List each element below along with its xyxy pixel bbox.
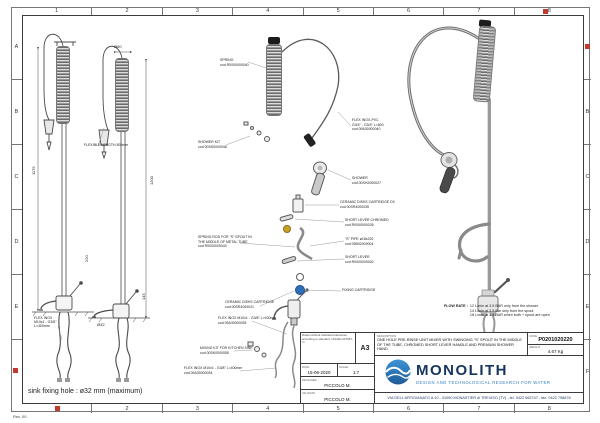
part-annotation: SHOWER KIT cod 00SK0000046 (198, 140, 227, 149)
grid-label: F (585, 369, 590, 375)
description-label: DESCRIPTION (377, 334, 397, 338)
flow-rate-note: FLOW RATE : 12 L/min at 3.5 BAR only fro… (444, 304, 550, 317)
spring-coil (115, 58, 129, 132)
title-block: Drawn without indicated tolerances accor… (300, 332, 584, 404)
grid-label: 8 (547, 405, 551, 412)
fold-mark (585, 44, 590, 49)
date-value: 15-06-2020 (307, 369, 331, 375)
part-annotation: SHORT LEVER cod R0000000002 (345, 255, 374, 264)
title-block-info-table: Drawn without indicated tolerances accor… (301, 333, 375, 403)
fold-mark (55, 406, 60, 411)
grid-label: 3 (163, 404, 234, 413)
scale-value: 1:7 (352, 369, 360, 375)
grid-label: 7 (444, 404, 515, 413)
grid-label: A (11, 15, 22, 80)
code-value: P0201020220 (538, 336, 573, 343)
dimension-label: Ø32 (97, 322, 105, 327)
company-logo: MONOLITH DESIGN AND TECHNOLOGICAL RESEAR… (375, 356, 583, 392)
monolith-logo-icon (385, 359, 411, 390)
part-annotation: FLEX INOX M10x1 - G3/8" L=400mm cod 09A3… (218, 316, 277, 325)
flexible-length-label: FLEXIBLE LENGTH 500mm (84, 143, 129, 147)
grid-label: C (11, 145, 22, 210)
scale-cell: SCALE 1:7 (337, 364, 374, 376)
grid-label: 3 (163, 7, 234, 15)
dimension-label: 1175 (31, 166, 36, 175)
grid-label: B (11, 80, 22, 145)
grid-label: B (584, 80, 591, 145)
part-annotation: SHORT LEVER CHROMED cod R0000000026 (345, 218, 389, 227)
description-cell: DESCRIPTION ONE HOLE PRE-RINSE UNIT MIXE… (375, 333, 527, 355)
description-text: ONE HOLE PRE-RINSE UNIT MIXER WITH SWING… (377, 338, 522, 352)
flow-rate-line: 14 L/min at 3.5 Bar only from the spout (469, 308, 534, 313)
grid-label: 1 (22, 7, 93, 15)
part-annotation: FLEX INOX-PVC G3/4" - G3/4" L=600 cod 09… (352, 118, 384, 132)
code-cell: CODE P0201020220 (528, 333, 583, 345)
grid-label: D (11, 210, 22, 275)
grid-label: 5 (304, 7, 374, 15)
validate-cell: VALIDATE PICCOLO M. (301, 390, 374, 403)
logo-name: MONOLITH (416, 362, 508, 380)
grid-label: 6 (374, 404, 445, 413)
part-annotation: CERAMIC DISKS CARTRIDGE cod 00SR4000021 (225, 300, 275, 309)
date-cell: DATE 15-06-2020 (301, 364, 337, 376)
dimension-label: Ø60 (114, 44, 122, 49)
designer-cell: DESIGNER PICCOLO M. (301, 377, 374, 389)
part-annotation: SPRING cod R0000000040 (220, 58, 249, 67)
date-label: DATE (302, 364, 310, 369)
grid-ruler-top: 1 2 3 4 5 6 7 8 (22, 7, 584, 15)
part-annotation: MIXING KIT FOR KITCHEN SINK cod 00SK0000… (200, 346, 253, 355)
weight-value: 4.67 Kg (547, 348, 564, 354)
grid-label: 2 (92, 7, 163, 15)
fold-mark (13, 368, 18, 373)
part-annotation: SHOWER cod 00SH2000027 (352, 176, 381, 185)
part-annotation: FIXING CARTRIDGE (342, 288, 376, 292)
dimension-label: 145 (141, 293, 146, 300)
sink-fixing-note: sink fixing hole : ø32 mm (maximum) (28, 388, 143, 395)
spring-coil (56, 46, 70, 124)
weight-label: WEIGHT (529, 345, 541, 349)
sheet-format: A3 (355, 333, 374, 363)
grid-label: 5 (304, 404, 374, 413)
grid-ruler-bottom: 1 2 3 4 5 6 7 8 (22, 404, 584, 413)
designer-label: DESIGNER (302, 377, 317, 382)
dimension-label: 220 (84, 255, 89, 262)
flow-rate-line: 12 L/min at 3.5 BAR only from the shower (469, 304, 539, 308)
code-label: CODE (529, 333, 538, 338)
flow-rate-line: 18 L/min at 3.5 BAR when both + spout ar… (469, 313, 550, 318)
part-annotation: SPRING ROD FOR "S" SPOUT IN THE MIDDLE O… (198, 235, 252, 249)
designer-value: PICCOLO M. (324, 382, 351, 388)
grid-label: 4 (233, 7, 304, 15)
grid-label: E (584, 275, 591, 340)
grid-label: 2 (92, 404, 163, 413)
validate-value: PICCOLO M. (324, 396, 351, 402)
title-block-main: DESCRIPTION ONE HOLE PRE-RINSE UNIT MIXE… (375, 333, 583, 403)
grid-label: 6 (374, 7, 445, 15)
grid-label: 4 (233, 404, 304, 413)
spring-coil (266, 44, 282, 116)
company-address: VIA DELL'ARTIGIANATO 8-10 - 31050 MONAST… (375, 392, 583, 403)
part-annotation: CERAMIC DISKS CARTRIDGE DX cod 00SR40000… (340, 200, 395, 209)
logo-tagline: DESIGN AND TECHNOLOGICAL RESEARCH FOR WA… (416, 379, 551, 385)
part-annotation: FLEX INOX M10x1 - G3/8" L=400mm cod 09A3… (184, 366, 243, 375)
dimension-label: 1200 (149, 176, 154, 185)
grid-label: 8 (547, 8, 551, 14)
fold-mark (543, 9, 548, 14)
grid-label: E (11, 275, 22, 340)
grid-label: C (584, 145, 591, 210)
weight-cell: WEIGHT 4.67 Kg (528, 345, 583, 356)
flex-inox-note: FLEX INOX M10x1 - G3/8" L=400mm (34, 316, 57, 328)
flow-rate-label: FLOW RATE : (444, 304, 468, 308)
scale-label: SCALE (339, 364, 349, 369)
grid-label: D (584, 210, 591, 275)
part-annotation: "S" PIPE ø18x220 cod 09B02009004 (345, 237, 374, 246)
validate-label: VALIDATE (302, 390, 316, 395)
spring-cap (268, 37, 280, 44)
revision-label: Rev. 00 (13, 414, 27, 419)
tolerance-note: Drawn without indicated tolerances accor… (302, 333, 353, 345)
grid-label: 7 (444, 7, 515, 15)
